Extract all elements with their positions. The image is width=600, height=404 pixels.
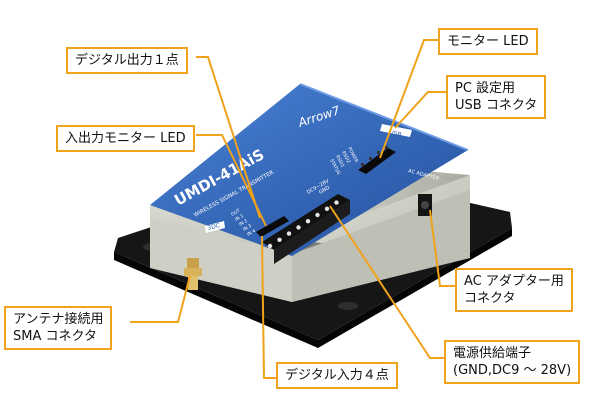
callout-digital-input: デジタル入力４点: [276, 362, 398, 389]
leader-line: [130, 275, 191, 323]
terminal-screw: [334, 200, 339, 205]
leader-line: [429, 209, 455, 287]
callout-text: モニター LED: [447, 34, 529, 49]
callout-text: SMA コネクタ: [13, 329, 97, 344]
io-label: IN 4: [246, 228, 257, 238]
svg-text:3DC: 3DC: [207, 222, 221, 232]
io-label: IN 3: [242, 223, 253, 233]
callout-text: アンテナ接続用: [13, 312, 104, 327]
leader-line: [196, 56, 261, 219]
callout-ac-adapter-connector: AC アダプター用 コネクタ: [455, 268, 573, 312]
sma-connector: [184, 258, 202, 290]
led-indicator: [385, 146, 388, 149]
terminal-screw: [267, 243, 273, 249]
svg-text:USB: USB: [389, 129, 403, 138]
side-label: GND: [318, 185, 331, 196]
callout-sma-connector: アンテナ接続用 SMA コネクタ: [4, 306, 113, 350]
callout-text: 入出力モニター LED: [65, 131, 186, 146]
io-led-window: OUT IN 1 IN 2 IN 3 IN 4: [230, 208, 289, 238]
callout-digital-output: デジタル出力１点: [66, 47, 188, 74]
led-indicator: [361, 163, 364, 166]
callout-power-terminal: 電源供給端子 (GND,DC9 ～ 28V): [444, 340, 581, 384]
io-label: IN 2: [238, 218, 249, 228]
callout-text: デジタル出力１点: [75, 53, 179, 68]
leader-line: [196, 134, 267, 227]
callout-text: (GND,DC9 ～ 28V): [453, 363, 572, 378]
terminal-block: [262, 194, 350, 264]
leader-line: [379, 39, 438, 159]
callout-text: 電源供給端子: [453, 346, 532, 361]
leader-line: [329, 205, 444, 359]
terminal-screw: [315, 212, 320, 218]
callout-usb-connector: PC 設定用 USB コネクタ: [446, 75, 547, 119]
terminal-screw: [286, 231, 292, 236]
terminal-screw: [324, 206, 330, 211]
ac-adapter-jack: [418, 194, 432, 216]
port-badge-front: 3DC: [205, 221, 225, 233]
leader-lines: [130, 39, 455, 379]
led-indicator: [369, 157, 372, 160]
terminal-screw: [305, 219, 311, 224]
terminal-screw: [296, 225, 301, 230]
led-indicator: [377, 151, 380, 154]
usb-badge: USB: [380, 124, 412, 139]
callout-io-monitor-led: 入出力モニター LED: [56, 125, 195, 152]
io-label: OUT: [230, 208, 242, 218]
terminal-screw: [277, 237, 282, 242]
mounting-hole: [338, 302, 358, 310]
callout-text: AC アダプター用: [464, 274, 564, 289]
callout-text: USB コネクタ: [455, 98, 538, 113]
callout-monitor-led: モニター LED: [438, 28, 538, 55]
led-label: RSSI2: [340, 150, 351, 164]
io-label: IN 1: [234, 213, 245, 223]
callout-text: デジタル入力４点: [285, 368, 389, 383]
leader-line: [394, 91, 446, 129]
callout-text: PC 設定用: [455, 81, 516, 96]
leader-line: [261, 235, 276, 379]
led-label: RSSI1: [334, 154, 345, 168]
callout-text: コネクタ: [464, 291, 516, 306]
